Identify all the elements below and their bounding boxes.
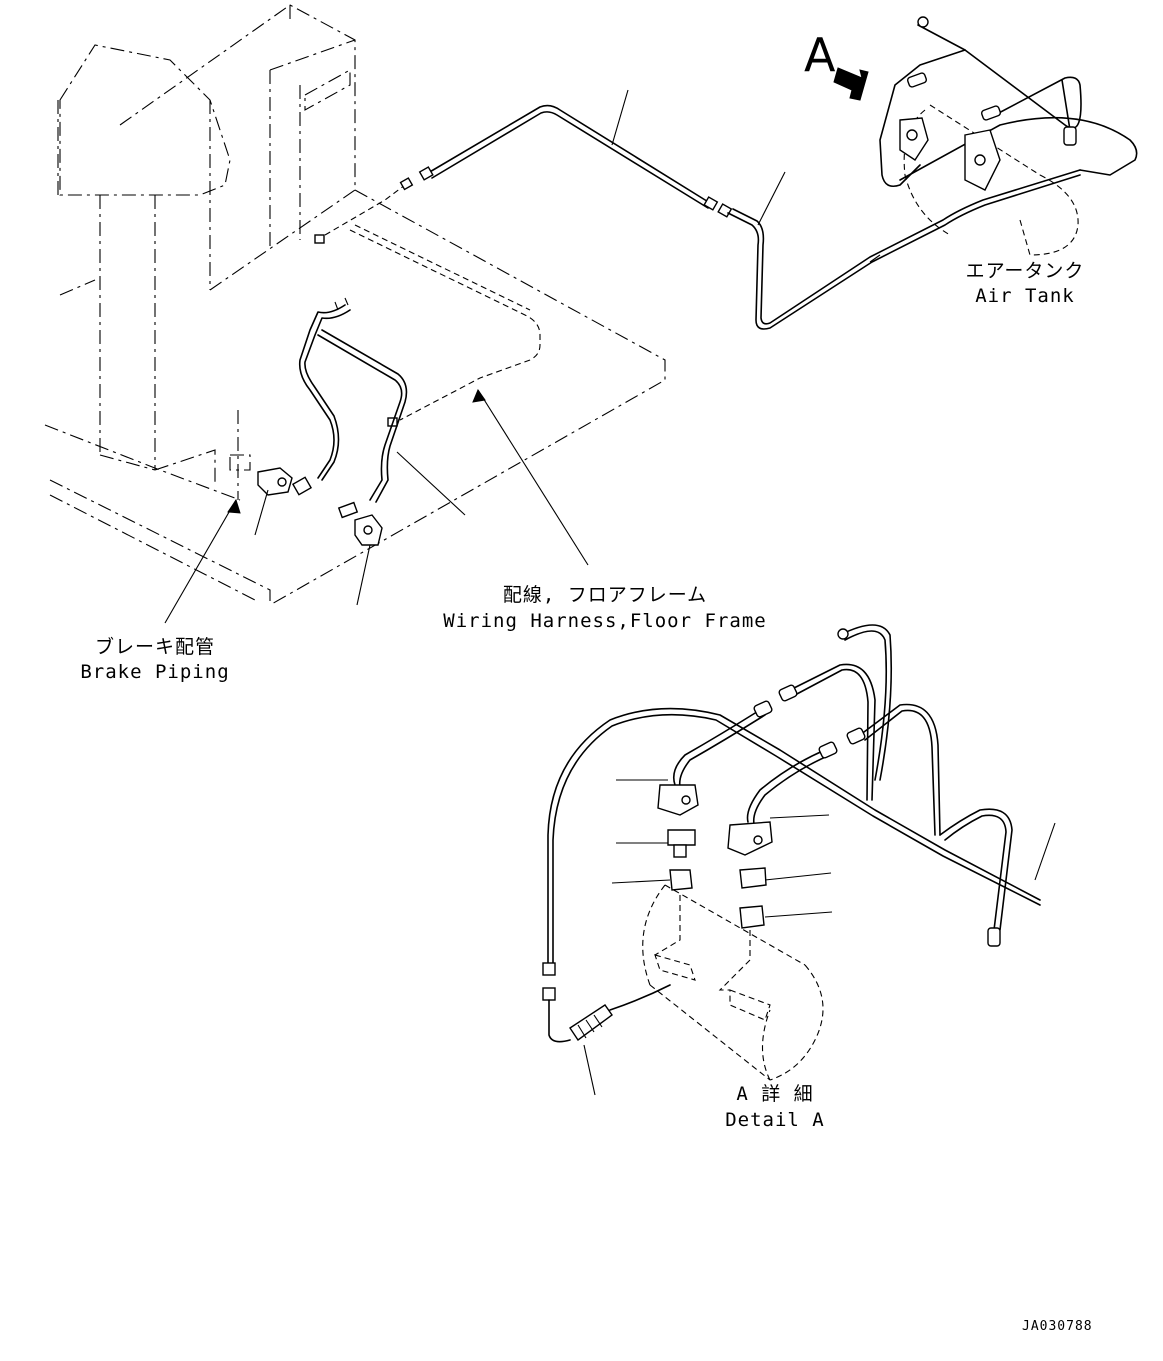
- brake-piping-label-jp: ブレーキ配管: [94, 636, 215, 658]
- detail-a-label-en: Detail A: [725, 1109, 825, 1131]
- wiring-label-en: Wiring Harness,Floor Frame: [443, 610, 767, 632]
- cab-outline: [44, 4, 666, 606]
- detail-a: [542, 624, 1056, 1096]
- brake-piping-label-en: Brake Piping: [80, 661, 230, 683]
- floor-route: [314, 177, 541, 427]
- air-tank-label-en: Air Tank: [975, 285, 1075, 307]
- main-harness: [418, 89, 1081, 330]
- air-tank-label-jp: エアータンク: [965, 260, 1085, 282]
- floor-harness: [164, 297, 589, 624]
- drawing-number: JA030788: [1022, 1319, 1093, 1334]
- view-marker-a: A: [804, 28, 836, 82]
- air-tank-top: [833, 16, 1138, 256]
- wiring-label-jp: 配線, フロアフレーム: [502, 584, 708, 606]
- detail-a-label-jp: A 詳 細: [736, 1083, 814, 1105]
